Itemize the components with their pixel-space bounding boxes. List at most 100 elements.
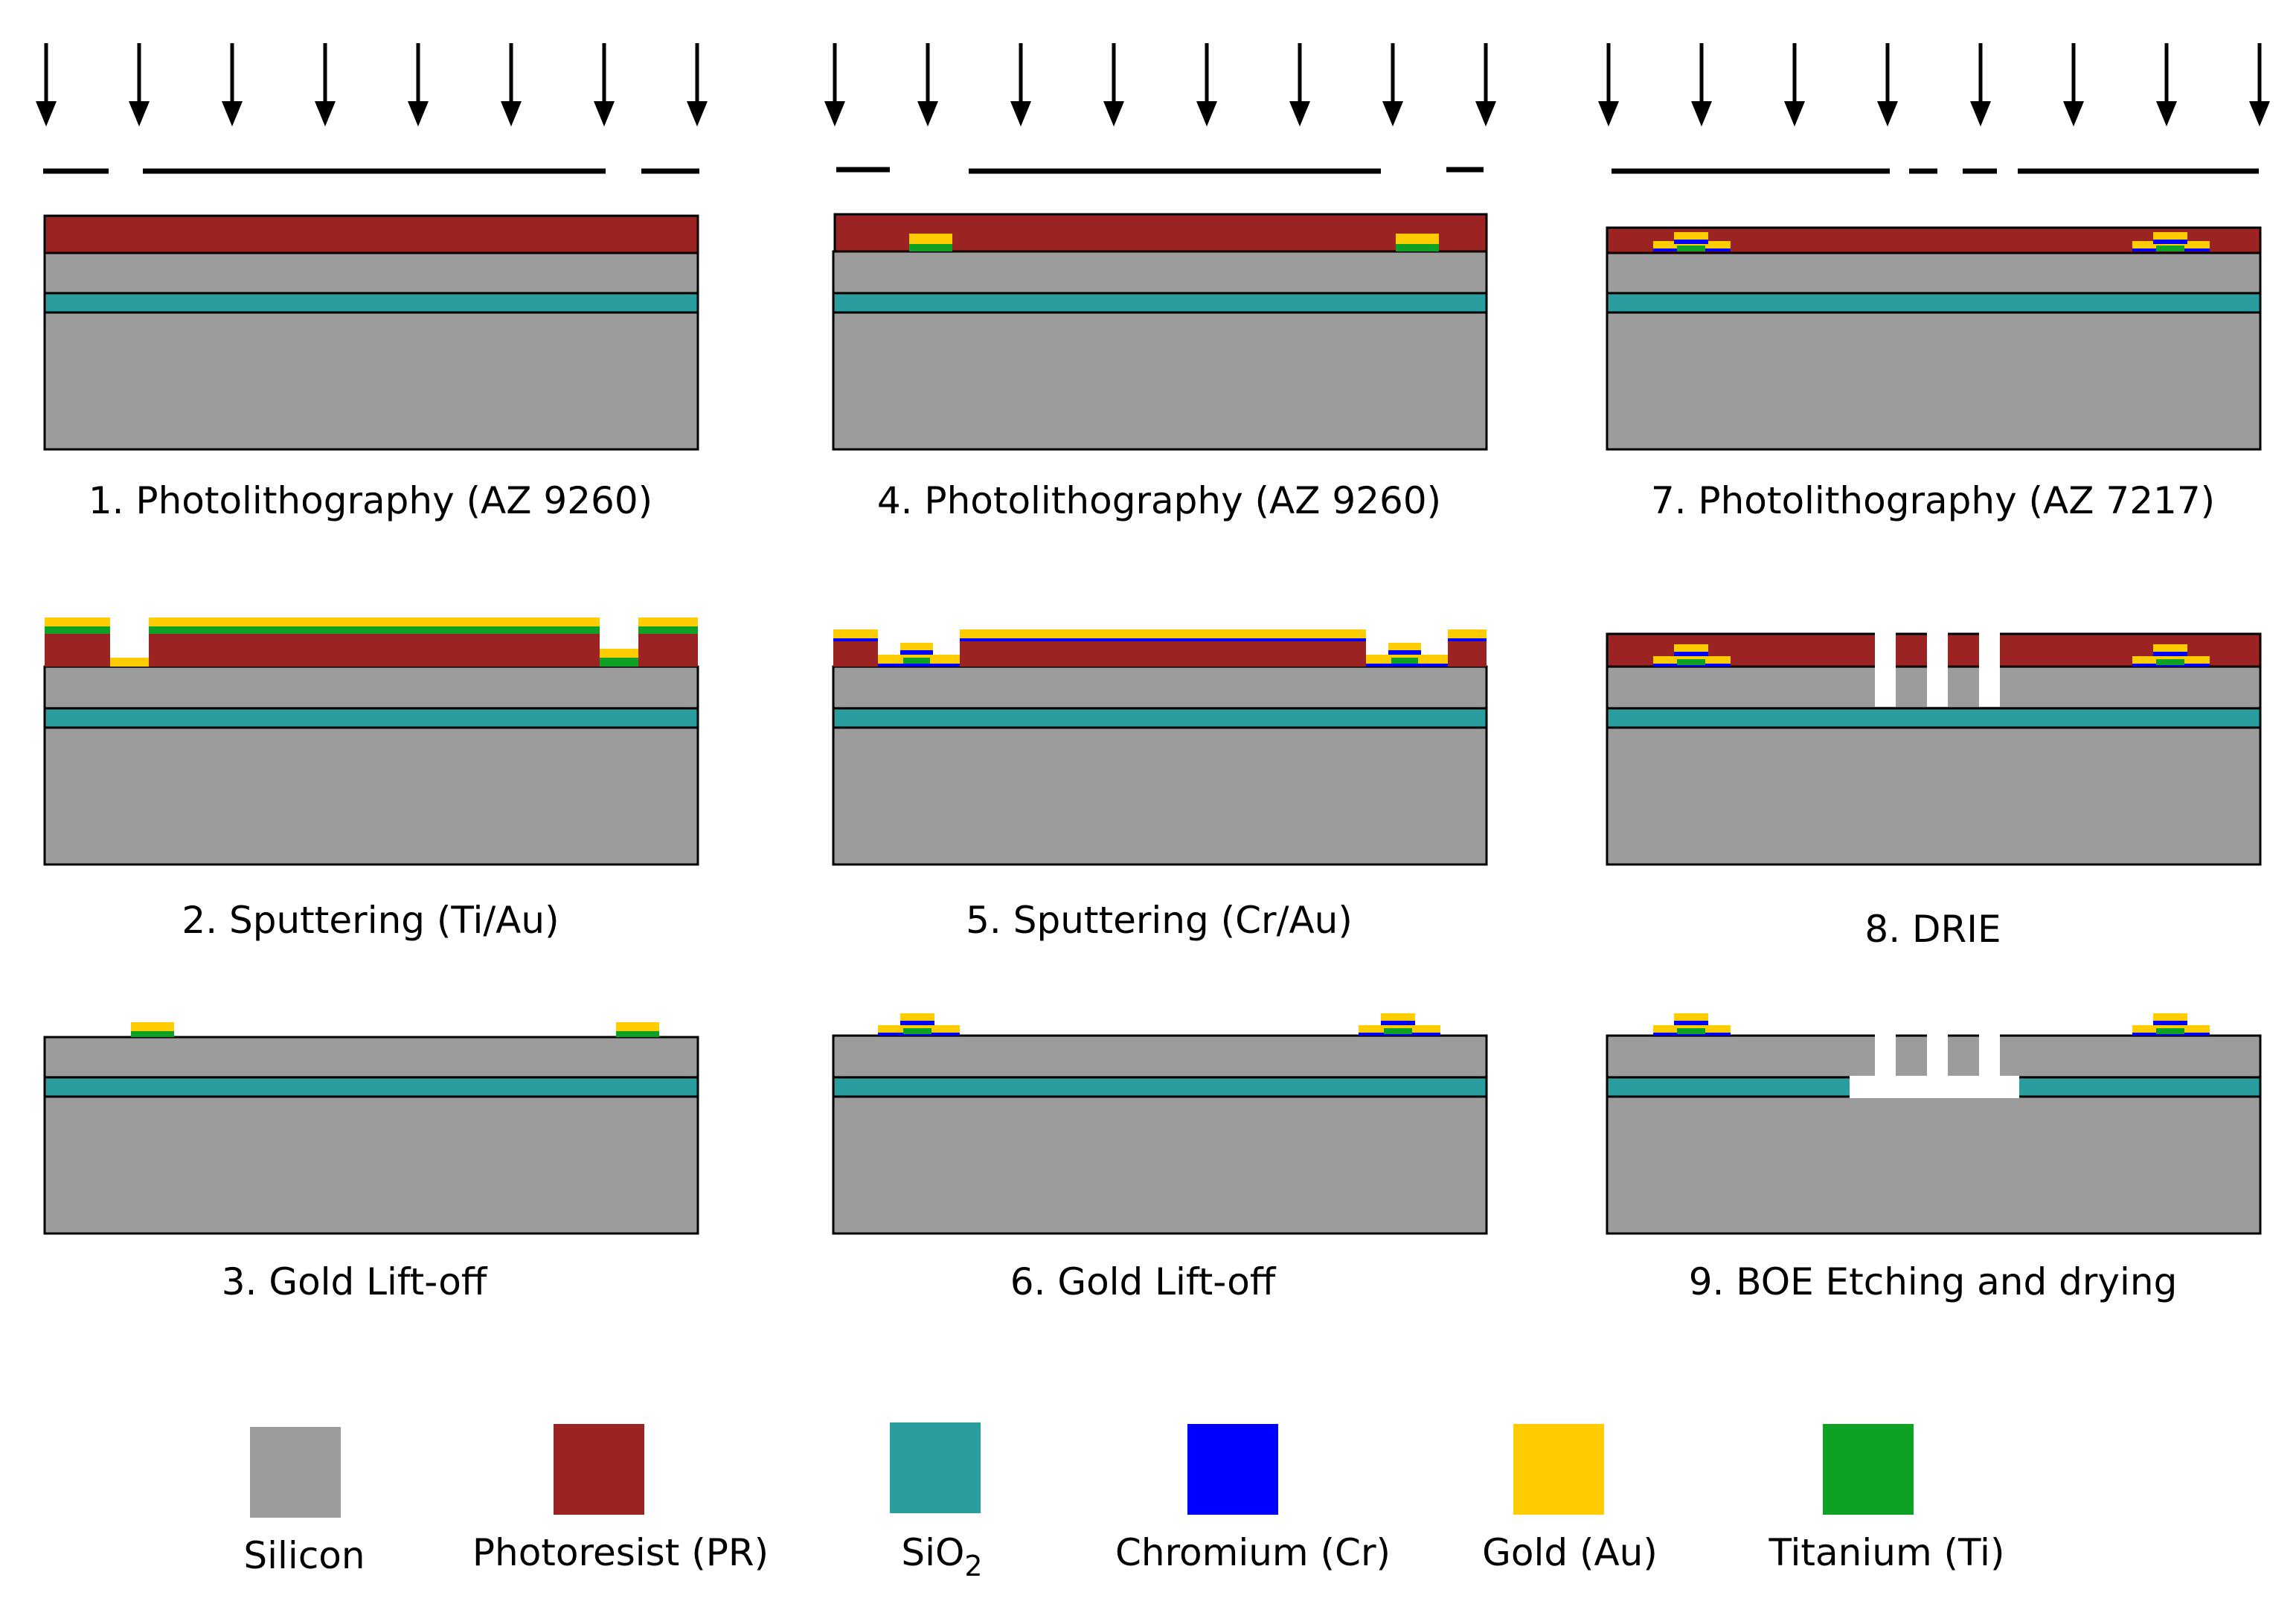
sio2-label: SiO2 [901,1531,982,1582]
silicon-substrate [43,1095,699,1235]
uv-arrowhead-3-3 [1784,101,1805,126]
gold-swatch [1513,1424,1604,1515]
uv-arrowhead-2-5 [1196,101,1217,126]
photoresist-center [149,634,600,667]
gold-label: Gold (Au) [1482,1531,1658,1574]
uv-arrowhead-1-5 [408,101,429,126]
sio2-layer [832,292,1488,314]
photoresist-right [638,634,698,667]
sio2-layer [43,707,699,729]
cr-au-pad-right [2132,1013,2210,1036]
uv-arrowhead-2-1 [824,101,845,126]
uv-arrowhead-1-2 [129,101,150,126]
photoresist-left [45,634,110,667]
step-9-cross-section [1606,1013,2262,1235]
step-9-caption: 9. BOE Etching and drying [1689,1260,2178,1303]
uv-arrowhead-1-3 [222,101,243,126]
recessed-pad-right [1366,643,1448,667]
silicon-substrate [832,726,1488,866]
sio2-swatch [890,1422,981,1513]
step-8-caption: 8. DRIE [1864,908,2001,951]
chromium-label: Chromium (Cr) [1115,1531,1391,1574]
uv-arrowhead-3-6 [2063,101,2084,126]
silicon-device-layer [832,250,1488,295]
sio2-layer [1606,292,2262,314]
cr-au-pad-right [2132,232,2210,251]
step-3-caption: 3. Gold Lift-off [222,1260,488,1303]
uv-arrowhead-3-7 [2156,101,2177,126]
drie-trench-3 [1979,632,2000,707]
legend-item-sio2: SiO2 [890,1422,983,1582]
step-2-caption: 2. Sputtering (Ti/Au) [182,899,559,942]
titanium-label: Titanium (Ti) [1769,1531,2005,1574]
chromium-swatch [1187,1424,1278,1515]
legend-item-photoresist: Photoresist (PR) [472,1424,769,1574]
uv-arrowhead-1-7 [594,101,615,126]
step-6-cross-section [832,1013,1488,1235]
uv-arrowhead-1-4 [315,101,336,126]
uv-arrowhead-3-8 [2249,101,2270,126]
step-5-caption: 5. Sputtering (Cr/Au) [966,899,1353,942]
cr-au-pad-left [1653,232,1731,251]
silicon-substrate [43,726,699,866]
sio2-layer [832,707,1488,729]
photomask-step-4 [836,167,1484,174]
uv-arrowhead-2-7 [1382,101,1403,126]
recessed-pad-left [878,643,960,667]
photoresist-layer [43,214,699,254]
sio2-layer [1606,707,2262,729]
silicon-device-layer [43,665,699,710]
sio2-label-base: SiO [901,1531,964,1574]
sio2-layer [832,1076,1488,1098]
released-trench-1 [1875,1034,1896,1077]
silicon-swatch [250,1427,341,1518]
silicon-device-layer [832,1034,1488,1079]
uv-arrowhead-2-3 [1010,101,1031,126]
cr-au-pad-right [1359,1013,1440,1036]
silicon-device-layer [43,1036,699,1079]
silicon-device-layer [43,251,699,295]
released-trench-3 [1979,1034,2000,1077]
uv-arrowhead-2-8 [1475,101,1496,126]
step-1-cross-section [43,214,699,451]
uv-arrowhead-2-2 [917,101,938,126]
ti-au-pad-left [131,1022,174,1037]
uv-arrowhead-3-5 [1970,101,1991,126]
legend: Silicon Photoresist (PR) SiO2 Chromium (… [243,1422,2004,1582]
sio2-layer [43,1076,699,1098]
covered-pad-left [1653,644,1731,667]
legend-item-silicon: Silicon [243,1427,365,1577]
legend-item-chromium: Chromium (Cr) [1115,1424,1391,1574]
cr-au-pad-left [1653,1013,1731,1036]
uv-arrowhead-3-2 [1691,101,1712,126]
silicon-substrate [832,1095,1488,1235]
legend-item-titanium: Titanium (Ti) [1769,1424,2005,1574]
step-6-caption: 6. Gold Lift-off [1010,1260,1277,1303]
titanium-swatch [1823,1424,1914,1515]
step-7-cross-section [1606,226,2262,451]
cr-au-pad-left [878,1013,960,1036]
sio2-layer [43,292,699,314]
step-2-cross-section [43,617,699,866]
step-4-cross-section [832,213,1488,451]
silicon-substrate [43,311,699,451]
silicon-label: Silicon [243,1534,365,1577]
silicon-device-layer [832,665,1488,710]
step-8-cross-section [1606,632,2262,866]
step-5-cross-section [832,629,1488,866]
photoresist-label: Photoresist (PR) [472,1531,769,1574]
released-cavity [1850,1076,2019,1098]
uv-arrowhead-2-6 [1289,101,1310,126]
uv-exposure-arrows [36,43,2270,126]
covered-pad-right [2132,644,2210,667]
step-3-cross-section [43,1022,699,1235]
photoresist-swatch [554,1424,644,1515]
silicon-substrate [1606,1095,2262,1235]
uv-arrowhead-3-4 [1877,101,1898,126]
uv-arrowhead-1-8 [687,101,708,126]
uv-arrowhead-2-4 [1103,101,1124,126]
silicon-substrate [832,311,1488,451]
silicon-device-layer [1606,251,2262,295]
drie-trench-2 [1927,632,1948,707]
